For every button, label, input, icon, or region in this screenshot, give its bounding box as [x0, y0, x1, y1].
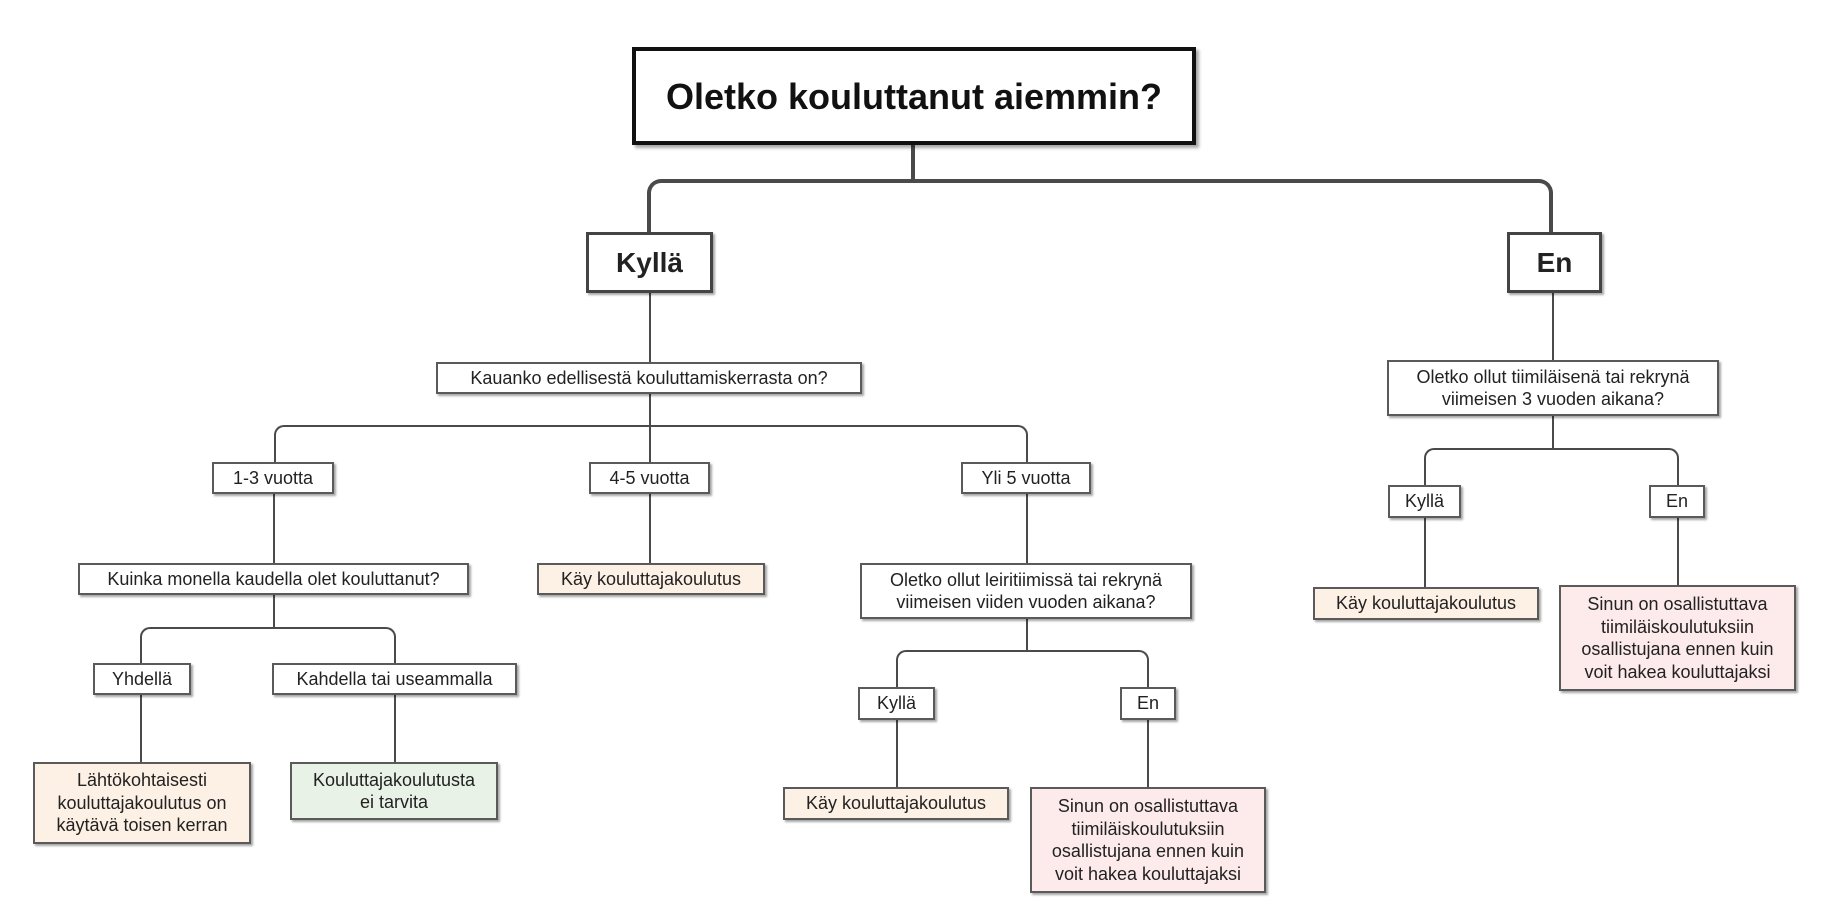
connector-opt1-question-trunk [273, 595, 275, 628]
option-once: Yhdellä [93, 663, 191, 695]
result-no-no-blocked: Sinun on osallistuttava tiimiläiskoulutu… [1559, 585, 1796, 691]
connector-no-yes-result [1424, 518, 1426, 588]
question-camp-team-5-years: Oletko ollut leiritiimissä tai rekrynä v… [860, 563, 1192, 619]
connector-yes-options-branch [274, 425, 1028, 464]
result-opt3-no-blocked: Sinun on osallistuttava tiimiläiskoulutu… [1030, 787, 1266, 893]
connector-root-trunk [911, 145, 915, 181]
answer-no: En [1507, 232, 1602, 293]
connector-opt3-question-trunk [1026, 619, 1028, 652]
question-team-3-years: Oletko ollut tiimiläisenä tai rekrynä vi… [1387, 360, 1719, 416]
root-question: Oletko kouluttanut aiemmin? [632, 47, 1196, 145]
option-over-5-years: Yli 5 vuotta [961, 462, 1091, 494]
option-twice-or-more: Kahdella tai useammalla [272, 663, 517, 695]
connector-yes-question-trunk [649, 394, 651, 426]
connector-no-question-trunk [1552, 416, 1554, 449]
result-once-retrain: Lähtökohtaisesti kouluttajakoulutus on k… [33, 762, 251, 844]
connector-opt3-question [1026, 494, 1028, 564]
connector-opt1-question [273, 494, 275, 564]
result-no-training-needed: Kouluttajakoulutusta ei tarvita [290, 762, 498, 820]
connector-opt3-yes-result [896, 720, 898, 788]
connector-opt1-branch [140, 627, 396, 664]
connector-root-branch [647, 179, 1553, 233]
result-opt2-training: Käy kouluttajakoulutus [537, 563, 765, 595]
connector-no-branch [1424, 448, 1679, 486]
answer-yes: Kyllä [586, 232, 713, 293]
result-no-yes-training: Käy kouluttajakoulutus [1313, 587, 1539, 620]
option-no-yes: Kyllä [1388, 485, 1461, 518]
connector-no-no-result [1677, 518, 1679, 586]
connector-once-result [140, 695, 142, 763]
connector-yes-question [649, 293, 651, 365]
option-no-no: En [1649, 485, 1705, 518]
option-opt3-yes: Kyllä [858, 687, 935, 720]
connector-no-question [1552, 293, 1554, 360]
connector-opt3-branch [896, 650, 1149, 688]
option-opt3-no: En [1120, 687, 1176, 720]
option-1-3-years: 1-3 vuotta [212, 462, 334, 494]
question-time-since-training: Kauanko edellisestä kouluttamiskerrasta … [436, 362, 862, 394]
connector-opt2-result [649, 494, 651, 564]
connector-yes-option2 [649, 425, 651, 464]
connector-more-result [394, 695, 396, 763]
question-seasons-count: Kuinka monella kaudella olet kouluttanut… [78, 563, 469, 595]
connector-opt3-no-result [1147, 720, 1149, 788]
option-4-5-years: 4-5 vuotta [589, 462, 710, 494]
result-opt3-yes-training: Käy kouluttajakoulutus [783, 787, 1009, 820]
